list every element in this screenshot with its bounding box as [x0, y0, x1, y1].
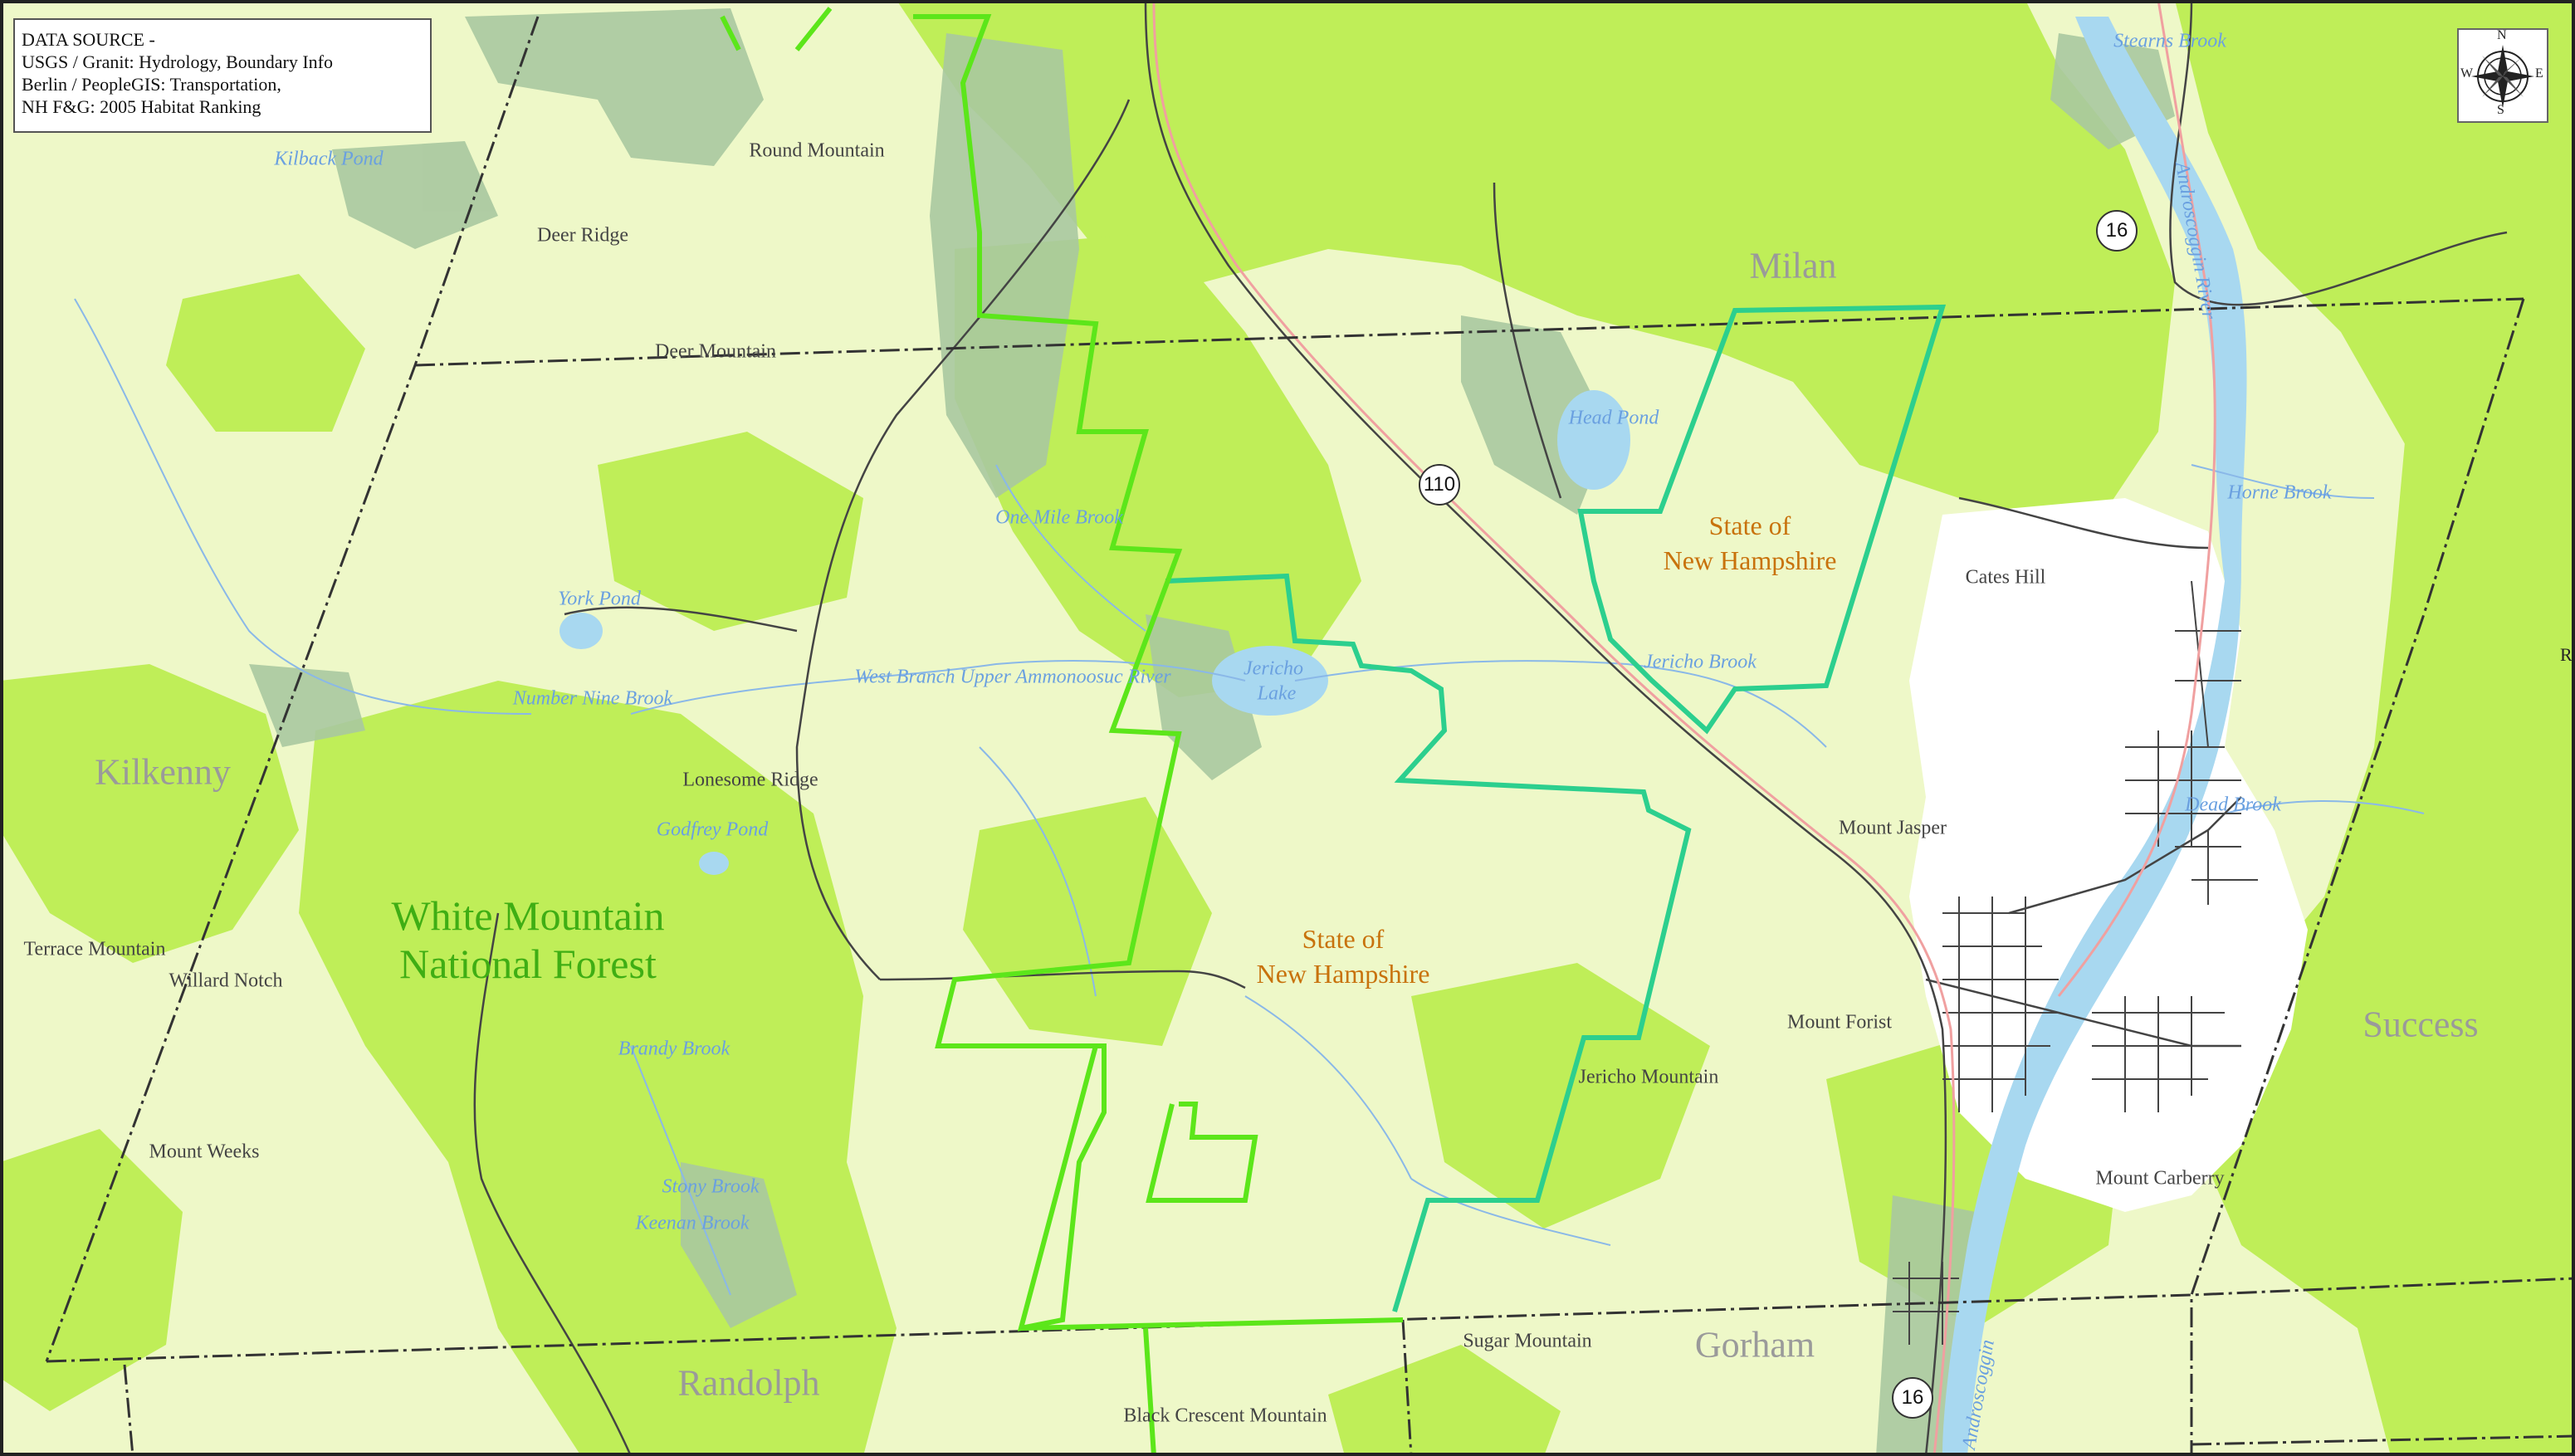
state-land-north[interactable]	[1577, 304, 1947, 735]
town-label-milan: Milan	[1749, 245, 1837, 286]
water-label: West Branch Upper Ammonoosuc River	[854, 666, 1171, 688]
town-label-success: Success	[2362, 1004, 2479, 1045]
state-label-line2: New Hampshire	[1256, 959, 1430, 989]
state-label-line1: State of	[1708, 511, 1791, 540]
compass-star-icon	[2471, 45, 2534, 108]
town-lines	[45, 16, 2575, 1456]
water-label: Kilback Pond	[274, 148, 384, 170]
water-label: Number Nine Brook	[512, 687, 673, 710]
data-source-line: NH F&G: 2005 Habitat Ranking	[22, 96, 261, 117]
forest-label-line1: White Mountain	[391, 892, 665, 939]
water-label: Keenan Brook	[635, 1212, 750, 1234]
route-110-shield: 110	[1419, 464, 1460, 506]
town-label-kilkenny: Kilkenny	[95, 751, 231, 793]
water-label: Stearns Brook	[2113, 30, 2226, 52]
state-label-line2: New Hampshire	[1663, 545, 1837, 575]
data-source-line: Berlin / PeopleGIS: Transportation,	[22, 74, 281, 95]
town-label-randolph: Randolph	[677, 1362, 820, 1404]
compass-rose: N S W E	[2457, 28, 2548, 123]
water-label: Dead Brook	[2185, 794, 2281, 816]
peak-label: Mount Carberry	[2095, 1167, 2225, 1190]
city-streets	[1893, 580, 2258, 1345]
water-label: Horne Brook	[2227, 481, 2332, 504]
water-label: Jericho Brook	[1644, 651, 1757, 673]
state-land-south[interactable]	[1165, 573, 1692, 1312]
water-label: Head Pond	[1568, 407, 1659, 429]
water-label: Lake	[1257, 682, 1297, 705]
route-16-shield-south: 16	[1892, 1377, 1933, 1419]
peak-label: Round Mountain	[749, 139, 885, 162]
state-land-label-north: State of New Hampshire	[1664, 508, 1837, 578]
data-source-box: DATA SOURCE - USGS / Granit: Hydrology, …	[13, 18, 432, 133]
developed-area	[1909, 498, 2308, 1212]
compass-s: S	[2497, 103, 2504, 117]
forest-boundary[interactable]	[720, 7, 1404, 1456]
compass-e: E	[2535, 66, 2543, 81]
edge-label-r: R	[2560, 644, 2573, 665]
peak-label: Mount Forist	[1786, 1011, 1893, 1033]
water-label: Godfrey Pond	[656, 818, 769, 841]
highways	[1152, 0, 2216, 1456]
peak-label: Black Crescent Mountain	[1123, 1405, 1327, 1427]
compass-n: N	[2497, 28, 2507, 42]
peak-label: Jericho Mountain	[1578, 1066, 1719, 1088]
peak-label: Willard Notch	[169, 970, 283, 992]
water-label: York Pond	[558, 588, 641, 610]
state-label-line1: State of	[1302, 924, 1385, 954]
peak-label: Terrace Mountain	[23, 938, 166, 960]
compass-w: W	[2460, 66, 2474, 81]
data-source-line: USGS / Granit: Hydrology, Boundary Info	[22, 51, 333, 72]
town-label-gorham: Gorham	[1694, 1324, 1815, 1366]
route-16-shield-north: 16	[2096, 210, 2138, 252]
peak-label: Lonesome Ridge	[682, 769, 818, 791]
state-land-label-south: State of New Hampshire	[1257, 921, 1430, 991]
peak-label: Deer Ridge	[537, 224, 628, 247]
water-bodies	[559, 17, 2247, 1456]
water-label: Stony Brook	[662, 1175, 760, 1198]
forest-label-line2: National Forest	[399, 941, 657, 987]
water-label: Jericho	[1244, 657, 1303, 680]
peak-label: Cates Hill	[1965, 566, 2046, 589]
peak-label: Sugar Mountain	[1463, 1330, 1592, 1352]
water-label: One Mile Brook	[995, 506, 1123, 529]
data-source-heading: DATA SOURCE -	[22, 29, 155, 50]
peak-label: Mount Jasper	[1839, 817, 1947, 839]
peak-label: Deer Mountain	[655, 340, 776, 363]
peak-label: Mount Weeks	[149, 1141, 260, 1163]
forest-label: White Mountain National Forest	[391, 892, 664, 988]
water-label: Brandy Brook	[618, 1038, 730, 1060]
